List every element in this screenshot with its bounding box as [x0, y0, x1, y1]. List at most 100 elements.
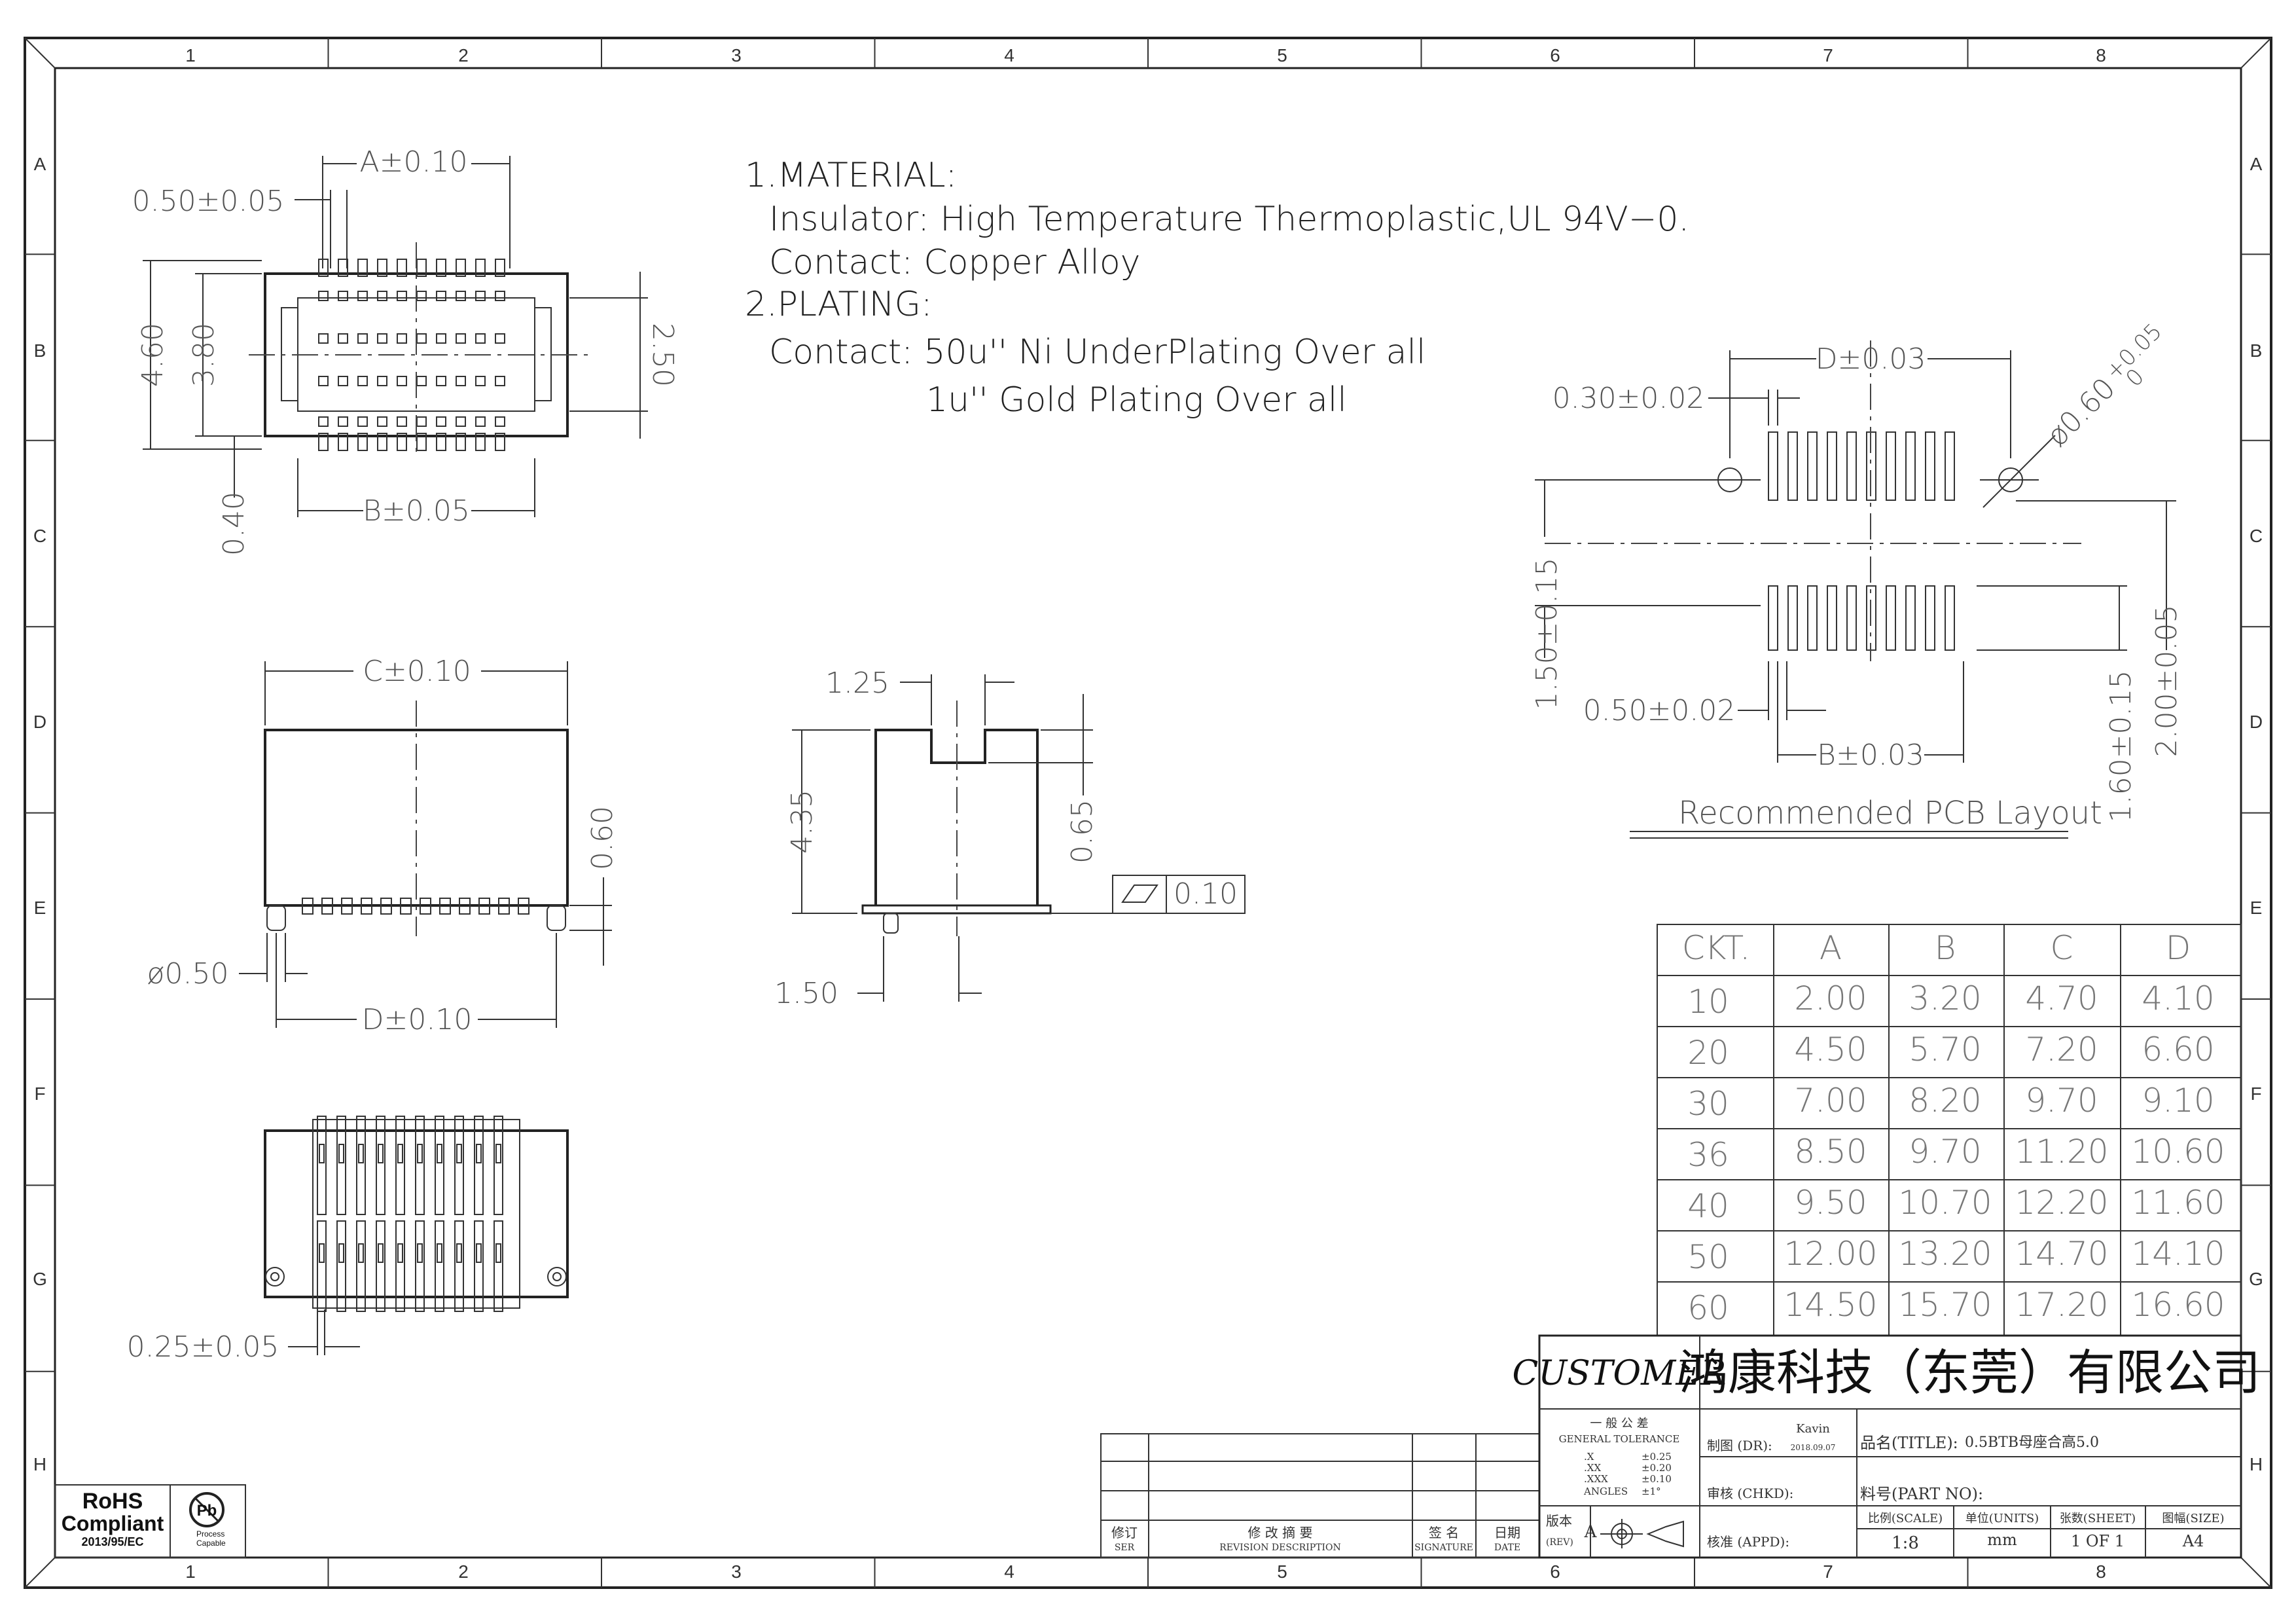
col-label: 4 [1004, 1561, 1014, 1582]
front-pin [420, 898, 431, 915]
table-cell: 14.50 [1784, 1286, 1877, 1324]
approved-label: 核准 (APPD): [1707, 1534, 1789, 1550]
col-label: 5 [1277, 45, 1287, 65]
col-label: 7 [1823, 1561, 1833, 1582]
rev-value: A [1584, 1522, 1598, 1542]
table-cell: 5.70 [1909, 1030, 1981, 1068]
part-no-label: 料号(PART NO): [1860, 1485, 1983, 1503]
rohs-line-3: 2013/95/EC [81, 1535, 143, 1548]
table-cell: 6.60 [2142, 1030, 2214, 1068]
pcb-dim-b: B±0.03 [1817, 739, 1924, 772]
rev-desc-en: REVISION DESCRIPTION [1219, 1542, 1341, 1553]
bottom-contact-slot [358, 1243, 364, 1263]
dim-250: 2.50 [646, 323, 679, 387]
note-line-5: Contact: 50u'' Ni UnderPlating Over all [769, 333, 1426, 372]
bottom-contact-slot [437, 1243, 442, 1263]
sheet-label: 张数(SHEET) [2060, 1512, 2136, 1525]
front-view: C±0.10 0.60 ø0.50 D±0.10 [147, 655, 619, 1036]
pcb-pad [1787, 431, 1798, 501]
pcb-pad [1827, 431, 1837, 501]
drawn-label: 制图 (DR): [1707, 1438, 1772, 1453]
contact-pad [357, 376, 368, 386]
bottom-contact-slot [495, 1144, 501, 1163]
bottom-contact [435, 1220, 444, 1312]
table-cell: 7.00 [1794, 1082, 1867, 1120]
table-cell: 9.70 [2025, 1082, 2098, 1120]
front-pin [321, 898, 333, 915]
bottom-contact [415, 1220, 425, 1312]
drawn-date: 2018.09.07 [1791, 1443, 1836, 1452]
zone-labels: 1 2 3 4 5 6 7 8 1 2 3 4 5 6 7 8 A B C D … [33, 45, 2263, 1582]
bottom-contact [356, 1116, 366, 1215]
contact-pad [495, 333, 505, 344]
contact-pad [495, 416, 505, 427]
pcb-pad [1768, 431, 1778, 501]
top-pin [338, 433, 348, 451]
side-view: 1.25 4.35 0.65 1.50 0.10 [774, 666, 1246, 1010]
pcb-pad [1846, 431, 1857, 501]
pcb-pad [1945, 585, 1955, 651]
table-cell: 7.20 [2025, 1030, 2098, 1068]
row-label: H [2250, 1454, 2263, 1474]
row-label: E [34, 898, 46, 918]
table-cell: 30 [1687, 1085, 1729, 1123]
bottom-contact-slot [378, 1243, 384, 1263]
contact-pad [495, 291, 505, 301]
bottom-contact [493, 1220, 503, 1312]
contact-pad [357, 333, 368, 344]
bottom-contact [415, 1116, 425, 1215]
table-cell: 60 [1687, 1289, 1729, 1327]
bottom-contact-slot [417, 1243, 423, 1263]
row-label: D [33, 712, 46, 732]
table-cell: 14.70 [2015, 1235, 2108, 1273]
drawn-name: Kavin [1796, 1422, 1830, 1436]
front-pin [459, 898, 471, 915]
front-pin [302, 898, 314, 915]
table-cell: 9.70 [1909, 1133, 1981, 1171]
tol-xxx-val: ±0.10 [1641, 1473, 1672, 1485]
tol-xx-val: ±0.20 [1641, 1462, 1672, 1474]
front-pin [341, 898, 353, 915]
projection-symbol-icon [1600, 1519, 1684, 1548]
contact-pad [357, 291, 368, 301]
col-label: 3 [731, 45, 742, 65]
customer-label: CUSTOMER [1513, 1354, 1727, 1393]
col-label: 1 [185, 45, 196, 65]
pcb-pad [1886, 585, 1896, 651]
rev-date-label: 日期 [1494, 1525, 1520, 1541]
pcb-pad [1905, 585, 1916, 651]
contact-pad [475, 416, 486, 427]
tol-ang: ANGLES [1583, 1486, 1628, 1497]
bottom-contact [474, 1220, 484, 1312]
scale-label: 比例(SCALE) [1868, 1512, 1943, 1525]
contact-pad [456, 291, 466, 301]
col-label: 6 [1550, 45, 1560, 65]
top-pin [436, 433, 446, 451]
top-pin [416, 433, 427, 451]
bottom-contact [336, 1116, 346, 1215]
col-label: 7 [1823, 45, 1833, 65]
top-pin [377, 259, 387, 277]
flatness-icon [1121, 884, 1158, 903]
table-header: B [1935, 929, 1956, 967]
table-cell: 2.00 [1794, 979, 1867, 1017]
bottom-contact-slot [456, 1144, 462, 1163]
table-cell: 11.60 [2131, 1184, 2225, 1222]
note-line-1: 1.MATERIAL: [745, 156, 957, 195]
top-pin [397, 259, 407, 277]
table-cell: 11.20 [2015, 1133, 2108, 1171]
table-cell: 4.10 [2142, 979, 2214, 1017]
pcb-dim-phi: ø0.60 [2041, 372, 2122, 453]
bottom-contact [356, 1220, 366, 1312]
process-label: Process [196, 1529, 224, 1539]
table-cell: 4.50 [1794, 1030, 1867, 1068]
pb-free-icon [189, 1492, 224, 1527]
contact-pad [495, 376, 505, 386]
table-header: A [1820, 929, 1842, 967]
flatness-value: 0.10 [1174, 877, 1238, 911]
table-header: D [2166, 929, 2191, 967]
top-pin [357, 433, 368, 451]
dim-025: 0.25±0.05 [127, 1330, 279, 1364]
bottom-contact-slot [456, 1243, 462, 1263]
pcb-dim-050: 0.50±0.02 [1583, 694, 1736, 727]
